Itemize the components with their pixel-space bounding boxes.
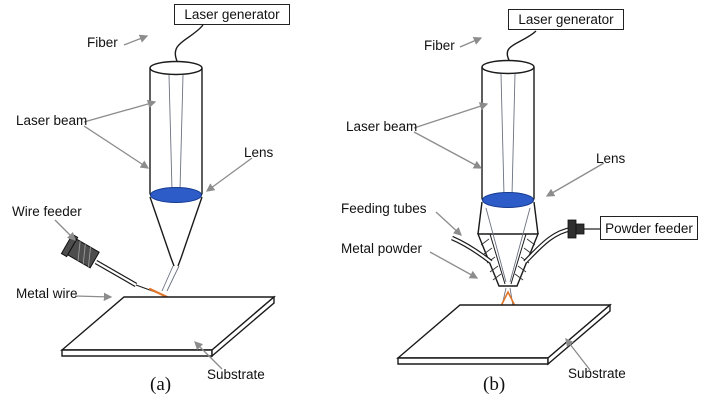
metal-wire-melt [148,287,169,299]
caption-b: (b) [483,374,506,395]
laser-head-b [481,59,535,208]
laser-generator-box-b: Laser generator [508,9,624,30]
substrate-label-a: Substrate [207,367,265,382]
laser-head-a [149,60,203,203]
fiber-cable-a [174,24,204,62]
fiber-label-a: Fiber [87,35,118,50]
substrate-label-b: Substrate [568,366,626,381]
laser-generator-box-a: Laser generator [174,4,290,25]
feeding-tubes-drawing [451,226,573,264]
lens-icon-a [150,187,202,203]
laser-beam-line-b [500,73,505,196]
fiber-cable-b [506,30,537,61]
powder-feeder-box: Powder feeder [600,216,698,240]
lens-label-b: Lens [596,151,626,166]
panel-b-drawing [396,30,612,371]
laser-beam-label-a: Laser beam [16,113,88,128]
lens-icon-b [482,192,534,208]
substrate-b [396,303,612,366]
arrows-a [54,34,253,370]
wire-feeder-device [60,233,159,294]
laser-beam-line-b [511,73,516,196]
laser-beam-label-b: Laser beam [346,119,418,134]
fiber-label-b: Fiber [424,38,455,53]
feeding-tubes-label: Feeding tubes [341,201,427,216]
panel-a-drawing [54,24,276,370]
nozzle-a [149,196,203,292]
lens-label-a: Lens [244,145,274,160]
metal-wire-label: Metal wire [16,286,78,301]
arrows-b [413,36,605,371]
laser-beam-line-a [179,74,184,191]
wire-feeder-label: Wire feeder [12,204,82,219]
laser-beam-line-a [168,74,173,191]
powder-feeder-fitting [567,219,600,239]
caption-a: (a) [150,374,172,395]
metal-powder-stream [500,290,516,307]
powder-nozzle [476,201,540,307]
substrate-a [60,295,276,358]
metal-powder-label: Metal powder [341,241,423,256]
